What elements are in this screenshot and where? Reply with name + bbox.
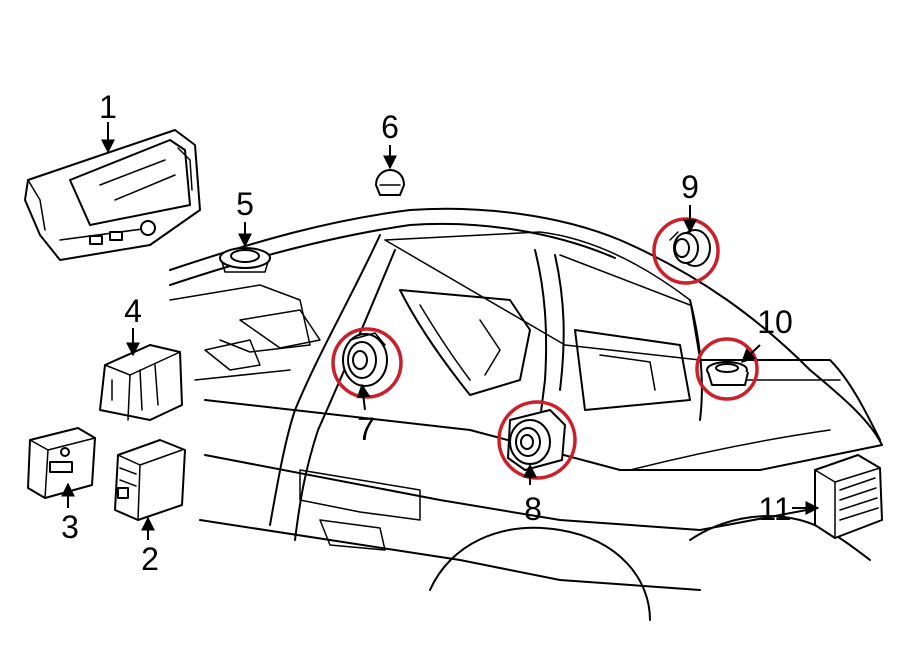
part-4-module-bracket — [99, 344, 183, 421]
part-7-front-door-speaker — [342, 332, 388, 387]
part-10-rear-deck-speaker — [706, 361, 749, 386]
callout-3: 3 — [61, 509, 79, 545]
part-2-control-module — [114, 439, 186, 521]
part-3-receiver-module — [27, 427, 96, 499]
callout-labels: 1 2 3 4 5 6 7 8 9 10 11 — [61, 89, 793, 577]
callout-4: 4 — [124, 293, 142, 329]
highlight-circle-8 — [497, 400, 577, 480]
callout-10: 10 — [757, 304, 793, 340]
callout-11: 11 — [758, 491, 791, 527]
callout-8: 8 — [524, 491, 542, 527]
callout-9: 9 — [681, 169, 699, 205]
highlight-circle-10 — [695, 337, 759, 401]
callout-2: 2 — [141, 541, 159, 577]
callout-1: 1 — [99, 89, 117, 125]
part-8-rear-door-speaker — [507, 409, 566, 471]
part-5-dash-speaker — [219, 247, 271, 273]
part-6-tweeter — [375, 169, 405, 196]
vehicle-body-outline — [169, 207, 883, 621]
leader-arrows — [61, 122, 820, 540]
callout-6: 6 — [381, 109, 399, 145]
callout-7: 7 — [357, 411, 375, 447]
highlight-circle-9 — [652, 217, 720, 285]
part-9-rear-shelf-speaker — [669, 229, 711, 267]
callout-5: 5 — [236, 186, 254, 222]
part-11-amplifier — [814, 454, 883, 539]
highlight-circles — [331, 217, 759, 480]
part-1-infotainment-display — [24, 129, 201, 261]
